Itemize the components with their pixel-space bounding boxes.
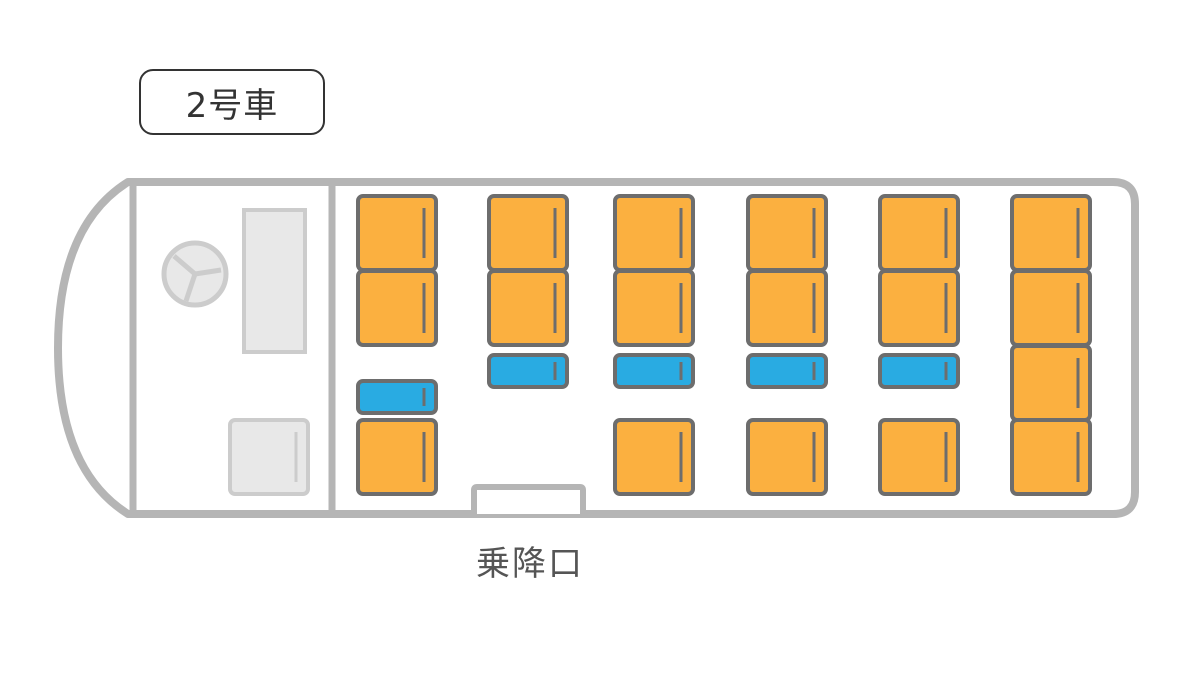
passenger-seats [356,194,1092,496]
seat[interactable] [746,269,828,347]
seat[interactable] [1010,269,1092,347]
guide-seat [228,418,310,496]
seat[interactable] [1010,344,1092,422]
seat[interactable] [356,418,438,496]
auxiliary-seat[interactable] [746,353,828,389]
seat[interactable] [613,418,695,496]
auxiliary-seat[interactable] [487,353,569,389]
dashboard-console [242,208,307,354]
seat[interactable] [878,418,960,496]
seat[interactable] [1010,418,1092,496]
entrance-door [471,484,586,514]
auxiliary-seat[interactable] [356,379,438,415]
auxiliary-seat[interactable] [613,353,695,389]
seat[interactable] [356,194,438,272]
door-label: 乗降口 [476,544,584,584]
seat[interactable] [746,194,828,272]
seat[interactable] [746,418,828,496]
seat[interactable] [613,194,695,272]
seat[interactable] [356,269,438,347]
seat[interactable] [613,269,695,347]
seat[interactable] [878,194,960,272]
steering-wheel-icon [161,240,229,308]
bus-body-outline [54,178,1139,518]
auxiliary-seat[interactable] [878,353,960,389]
seat[interactable] [487,269,569,347]
seat[interactable] [487,194,569,272]
car-number-label: 2号車 [139,69,325,135]
seat[interactable] [878,269,960,347]
seat[interactable] [1010,194,1092,272]
